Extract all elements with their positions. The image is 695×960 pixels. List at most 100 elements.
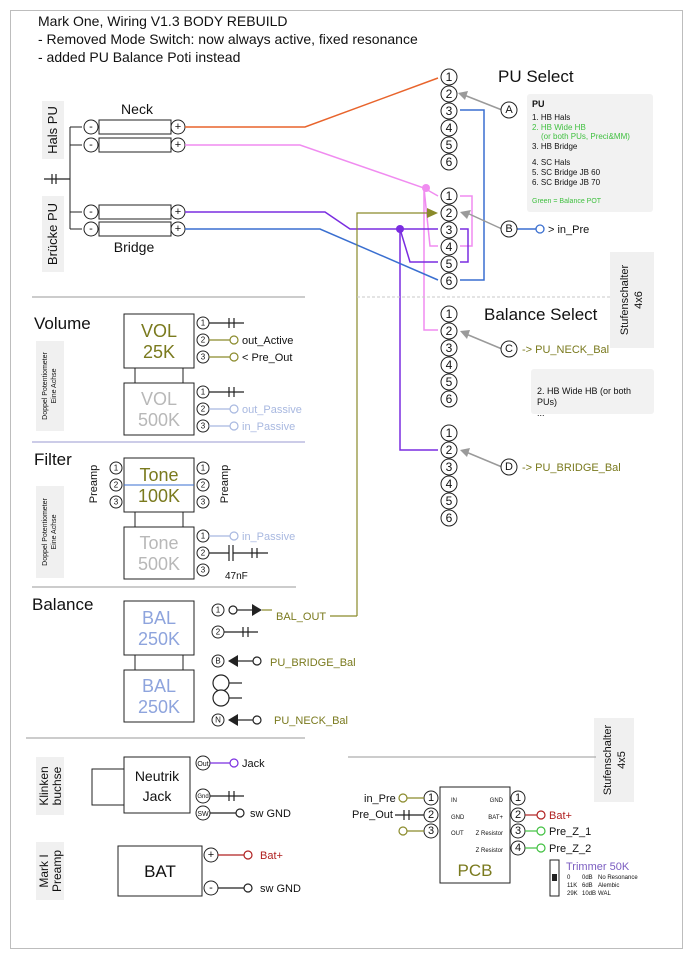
filter-title: Filter — [34, 450, 72, 469]
svg-text:Gnd: Gnd — [197, 794, 208, 800]
switch-pin — [440, 255, 458, 273]
switch-pin — [440, 68, 458, 86]
pcb-name: PCB — [458, 861, 493, 880]
switch-pin-number: 4 — [446, 358, 453, 372]
battery[interactable] — [117, 845, 203, 897]
switch-pin-number: 3 — [446, 341, 453, 355]
jack-side-tag — [36, 757, 64, 815]
pcb-board[interactable] — [439, 786, 511, 884]
tone-500k-pot[interactable] — [123, 526, 195, 580]
pcb-label-z1: Z Resistor — [476, 831, 503, 837]
pcb-label-bat: BAT+ — [488, 815, 503, 821]
svg-text:1: 1 — [428, 792, 434, 804]
pu-select-tap-b: B — [500, 220, 518, 238]
filter-side-l1: Doppel Potentiometer — [42, 497, 49, 565]
trimmer-table: 0 0dB No Resonance 11K 6dB Alembic 29K 1… — [567, 875, 638, 897]
vol-500k-value: 500K — [138, 410, 180, 430]
purple-to-bs2-2 — [399, 229, 438, 451]
svg-text:Out: Out — [197, 761, 208, 768]
bal-pot-1-value: 250K — [138, 629, 180, 649]
trimmer-row-1-db: 0dB — [582, 875, 593, 881]
switch-pin — [440, 373, 458, 391]
neck-minus-1: - — [83, 119, 99, 135]
vol-500k-pot[interactable] — [123, 382, 195, 436]
jack-pin-sw: SW — [195, 805, 211, 821]
jack-sw-gnd-label: sw GND — [250, 808, 291, 820]
neck-coil-2 — [98, 137, 172, 153]
svg-text:2: 2 — [515, 809, 521, 821]
blue-ps-3-6 — [460, 109, 485, 281]
tone-500k-value: 500K — [138, 554, 180, 574]
vol-25k-pins: 1 2 3 — [196, 316, 210, 364]
neutrik-jack[interactable] — [123, 756, 191, 814]
svg-text:-: - — [89, 223, 93, 235]
bal-pot-2[interactable] — [123, 669, 195, 723]
balance-select-tap-d: D — [500, 458, 518, 476]
svg-text:2: 2 — [114, 481, 119, 490]
trimmer-row-1-desc: No Resonance — [598, 875, 638, 881]
svg-text:-: - — [209, 882, 213, 894]
neck-plus-1: + — [170, 119, 186, 135]
pu-bridge-bal-arrow-icon — [228, 655, 238, 667]
jack-body-back — [91, 768, 127, 806]
switch-pin — [440, 424, 458, 442]
trimmer-row-3-r: 29K — [567, 891, 578, 897]
svg-text:+: + — [175, 139, 181, 151]
switch-pin — [440, 119, 458, 137]
capacitor-icon — [209, 545, 268, 561]
bal-pot-1[interactable] — [123, 600, 195, 656]
svg-text:B: B — [215, 657, 220, 666]
stufenschalter-bottom-l2: 4x5 — [616, 751, 628, 769]
out-active-label: out_Active — [242, 335, 293, 347]
trimmer-icon[interactable] — [549, 859, 560, 897]
jack-name-2: Jack — [143, 788, 173, 804]
svg-text:1: 1 — [201, 464, 206, 473]
switch-pin-number: 2 — [446, 443, 453, 457]
pu-neck-bal-arrow-icon — [228, 714, 238, 726]
bal-out-arrow-icon — [252, 604, 262, 616]
jack-pin-gnd: Gnd — [195, 788, 211, 804]
battery-side-tag — [36, 842, 64, 900]
filter-side-l2: Eine Achse — [51, 514, 58, 549]
switch-pin-number: 4 — [446, 477, 453, 491]
bal-ground-icon — [224, 627, 258, 637]
vol-25k-pot[interactable] — [123, 313, 195, 369]
out-passive-label: out_Passive — [242, 404, 302, 416]
switch-pin — [440, 204, 458, 222]
preamp-right-label: Preamp — [219, 465, 231, 504]
switch-pin — [440, 153, 458, 171]
pointer-b — [466, 212, 503, 230]
battery-plus-pin: + — [203, 847, 219, 863]
purple-to-ps-5 — [399, 228, 438, 263]
trimmer-row-1-r: 0 — [567, 875, 571, 881]
svg-text:2: 2 — [428, 809, 434, 821]
stufenschalter-tag-bottom — [594, 718, 634, 802]
bal-out-label: BAL_OUT — [276, 611, 326, 623]
stufenschalter-top-l2: 4x6 — [633, 291, 645, 309]
pcb-label-gnd: GND — [451, 815, 465, 821]
pickup-ground-icon — [44, 174, 70, 184]
title-line-2: - Removed Mode Switch: now always active… — [38, 31, 418, 47]
pu-note-5: 4. SC Hals — [532, 158, 570, 167]
page-frame — [10, 10, 683, 949]
switch-pin — [440, 221, 458, 239]
switch-pin — [440, 458, 458, 476]
in-pre-terminal — [535, 224, 545, 234]
switch-pin-number: 5 — [446, 494, 453, 508]
bridge-wire-blue — [185, 228, 439, 281]
switch-pin — [440, 339, 458, 357]
pink-bridge-2-4 — [460, 195, 473, 247]
svg-text:-: - — [89, 121, 93, 133]
pu-note-6: 5. SC Bridge JB 60 — [532, 168, 601, 177]
svg-text:1: 1 — [201, 532, 206, 541]
bridge-coil-2 — [98, 221, 172, 237]
in-passive-label-vol: in_Passive — [242, 421, 295, 433]
pcb-right-pins: 1 2 3 4 — [510, 790, 526, 856]
svg-text:1: 1 — [515, 792, 521, 804]
pu-bridge-bal-label: PU_BRIDGE_Bal — [270, 657, 356, 669]
